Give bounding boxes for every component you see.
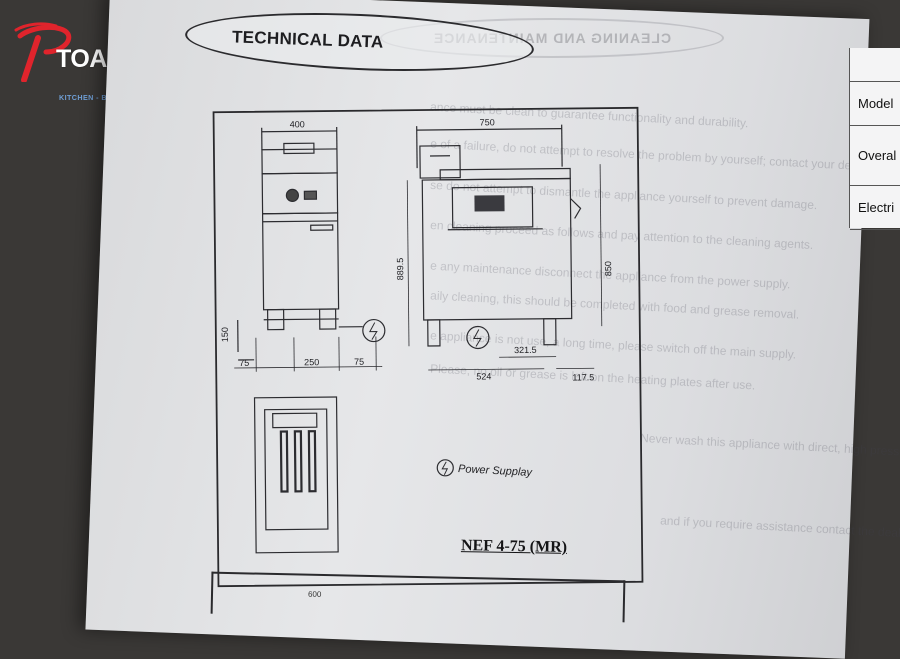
spec-row-overall: Overal [850,126,900,186]
dim-depth: 750 [480,117,495,127]
dim-worktop-height: 850 [603,261,613,276]
dim-total-height: 889.5 [395,258,405,281]
side-view [407,124,603,370]
top-view [255,396,455,553]
dim-feet-spacing: 250 [304,357,319,367]
spec-table-fragment: Model Overal Electri [849,48,900,228]
front-view [232,126,386,372]
bottom-dim: 600 [308,590,322,599]
dim-left-margin: 75 [239,358,249,368]
spec-row-model: Model [850,82,900,126]
model-name: NEF 4-75 (MR) [461,537,567,557]
dim-offset-c: 117.5 [572,372,594,382]
dim-offset-b: 524 [476,371,491,381]
spec-row-electric: Electri [850,186,900,230]
fryer-drawing-svg: 400 750 75 250 75 150 889.5 850 321.5 52… [212,106,645,588]
next-drawing-frame: 600 [211,572,626,623]
technical-drawing: 400 750 75 250 75 150 889.5 850 321.5 52… [212,106,645,588]
dim-front-width: 400 [290,119,305,129]
dim-right-margin: 75 [354,357,364,367]
spec-row [850,48,900,82]
dim-leg-height: 150 [220,327,230,342]
dim-offset-a: 321.5 [514,345,537,355]
